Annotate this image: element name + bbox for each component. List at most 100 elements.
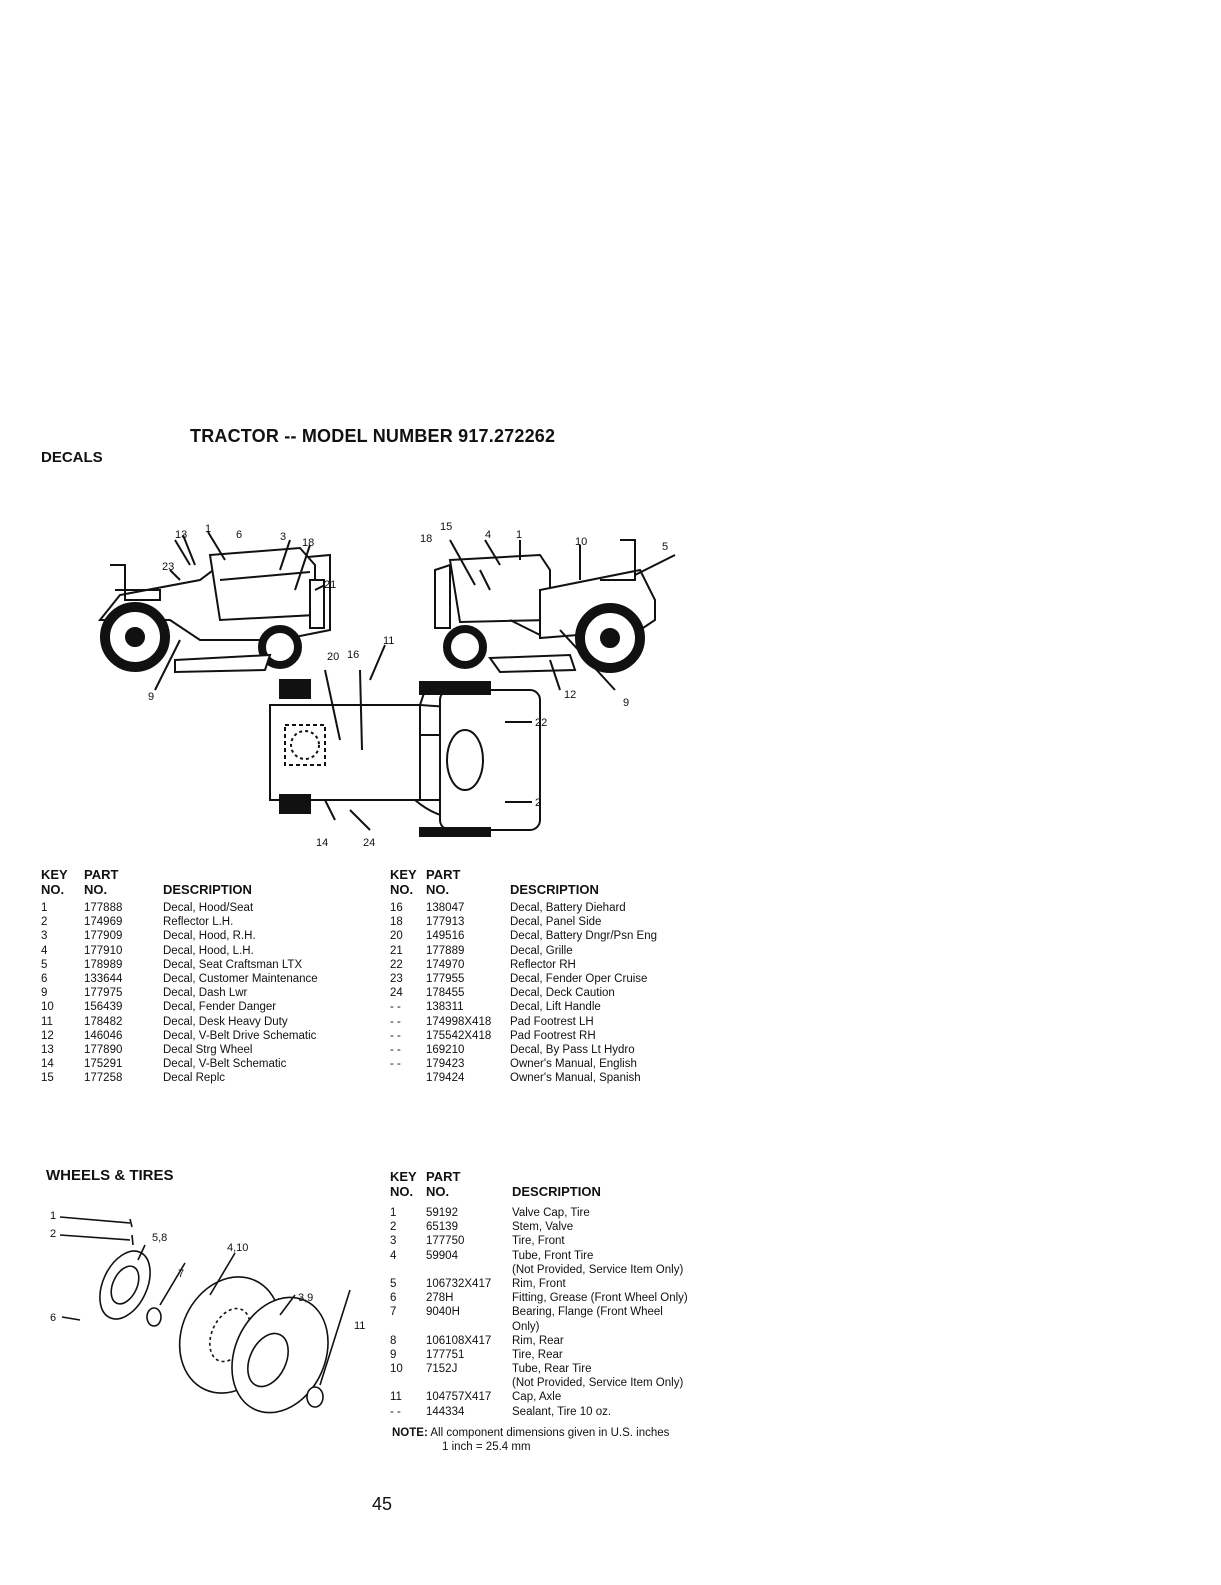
cell-key: 1 [41,902,48,914]
cell-part: 174970 [426,958,465,971]
cell-part: 146046 [84,1029,123,1042]
callout-11: 11 [354,1320,365,1332]
callout-12: 12 [564,689,576,701]
cell-desc: Decal, By Pass Lt Hydro [510,1043,635,1056]
cell-key: - - [390,1015,401,1028]
callout-24: 24 [363,837,375,849]
cell-desc: Decal, Fender Oper Cruise [510,972,648,985]
header-part-no: NO. [426,1184,450,1199]
header-key-no: NO. [390,882,414,897]
cell-part: 178455 [426,987,465,1000]
callout-11: 11 [383,635,394,647]
cell-key: 20 [390,930,403,943]
cell-desc: Decal, Desk Heavy Duty [163,1015,288,1028]
cell-key: 13 [41,1043,54,1056]
cell-key: - - [390,1405,401,1418]
callout-14: 14 [316,837,328,849]
cell-part: 104757X417 [426,1391,492,1404]
cell-part: 179424 [426,1072,465,1085]
cell-key: 9 [390,1348,397,1361]
table-row: (Not Provided, Service Item Only) [390,1376,730,1390]
cell-key: 9 [41,987,48,1000]
page-number: 45 [372,1494,393,1514]
cell-part: 178989 [84,958,123,971]
cell-part: 7152J [426,1363,458,1376]
cell-desc: Decal, Grille [510,944,573,957]
cell-desc: (Not Provided, Service Item Only) [512,1263,684,1276]
callout-1b: 1 [516,529,522,541]
cell-desc: Sealant, Tire 10 oz. [512,1405,612,1418]
cell-desc: Pad Footrest LH [510,1015,594,1028]
cell-desc: Decal, Hood, L.H. [163,944,254,957]
cell-key: 4 [390,1249,397,1262]
cell-part: 177955 [426,972,465,985]
cell-desc: Cap, Axle [512,1391,562,1404]
cell-desc: Rim, Front [512,1277,566,1290]
note-text: All component dimensions given in U.S. i… [430,1427,670,1439]
cell-key: 11 [41,1015,53,1028]
cell-key: 10 [41,1001,54,1014]
cell-key: 2 [41,916,48,929]
cell-key: - - [390,1043,401,1056]
callout-5-8: 5,8 [152,1232,167,1244]
cell-part: 177975 [84,987,123,1000]
cell-desc: Decal, Hood/Seat [163,902,254,914]
cell-desc: Decal Replc [163,1072,225,1085]
cell-part: 278H [426,1292,454,1305]
callout-3: 3 [280,531,286,543]
cell-key: 21 [390,944,403,957]
cell-part: 175291 [84,1058,123,1071]
header-key: KEY [41,867,68,882]
header-part-no: NO. [84,882,108,897]
callout-2: 2 [50,1228,56,1240]
cell-part: 177888 [84,902,123,914]
cell-part: 177910 [84,944,123,957]
callout-9b: 9 [623,697,629,709]
callout-7: 7 [178,1268,184,1280]
cell-part: 177909 [84,930,123,943]
cell-key: 1 [390,1207,397,1219]
cell-part: 169210 [426,1043,465,1056]
cell-key: 5 [41,958,48,971]
cell-key: 15 [41,1072,54,1085]
callout-6: 6 [236,529,242,541]
cell-part: 149516 [426,930,465,943]
cell-key: 22 [390,958,403,971]
cell-key: 6 [390,1292,397,1305]
cell-part: 177750 [426,1235,465,1248]
callout-4: 4 [485,529,491,541]
cell-desc: Tube, Rear Tire [512,1363,592,1376]
callout-15: 15 [440,521,452,533]
cell-part: 138311 [426,1001,464,1014]
cell-desc: Decal, V-Belt Schematic [163,1058,287,1071]
callout-16: 16 [347,649,359,661]
cell-key: 8 [390,1334,397,1347]
tractor-left-view [97,539,331,674]
callout-22: 22 [535,717,547,729]
callout-21: 21 [324,579,336,591]
cell-desc: Reflector L.H. [163,916,234,929]
table-row: (Not Provided, Service Item Only) [390,1263,730,1277]
header-part: PART [426,1169,461,1184]
callout-13: 13 [175,529,187,541]
header-description: DESCRIPTION [163,882,252,897]
callout-2: 2 [535,797,541,809]
cell-key: 6 [41,972,48,985]
cell-desc: Pad Footrest RH [510,1029,596,1042]
callout-1: 1 [50,1210,56,1222]
header-key-no: NO. [390,1184,414,1199]
